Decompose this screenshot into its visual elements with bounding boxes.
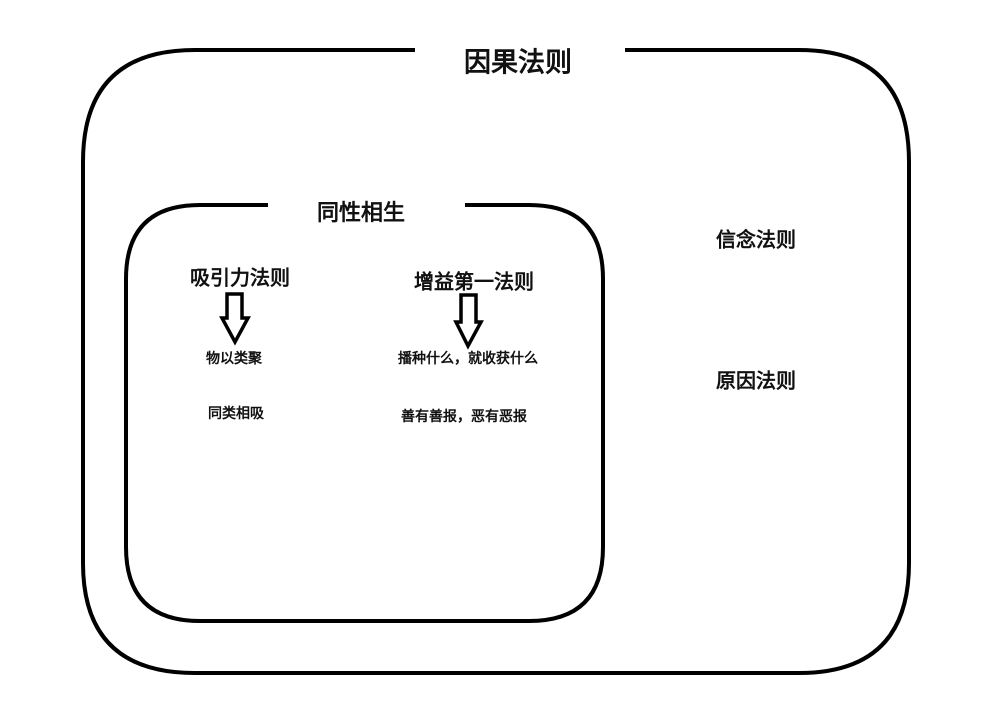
attraction-item: 同类相吸 (208, 406, 264, 422)
cause-law-title: 原因法则 (716, 368, 796, 393)
outer-title: 因果法则 (464, 47, 572, 79)
belief-law-title: 信念法则 (716, 227, 796, 252)
gain-first-item: 播种什么，就收获什么 (398, 351, 538, 367)
gain-first-item: 善有善报，恶有恶报 (401, 409, 527, 425)
down-arrow-icon (219, 292, 251, 346)
outer-boundary (81, 48, 911, 675)
down-arrow-icon (453, 293, 484, 350)
gain-first-law-title: 增益第一法则 (414, 269, 534, 294)
inner-title: 同性相生 (316, 201, 406, 226)
inner-boundary (124, 203, 605, 623)
attraction-law-title: 吸引力法则 (190, 265, 290, 290)
attraction-item: 物以类聚 (206, 351, 262, 367)
